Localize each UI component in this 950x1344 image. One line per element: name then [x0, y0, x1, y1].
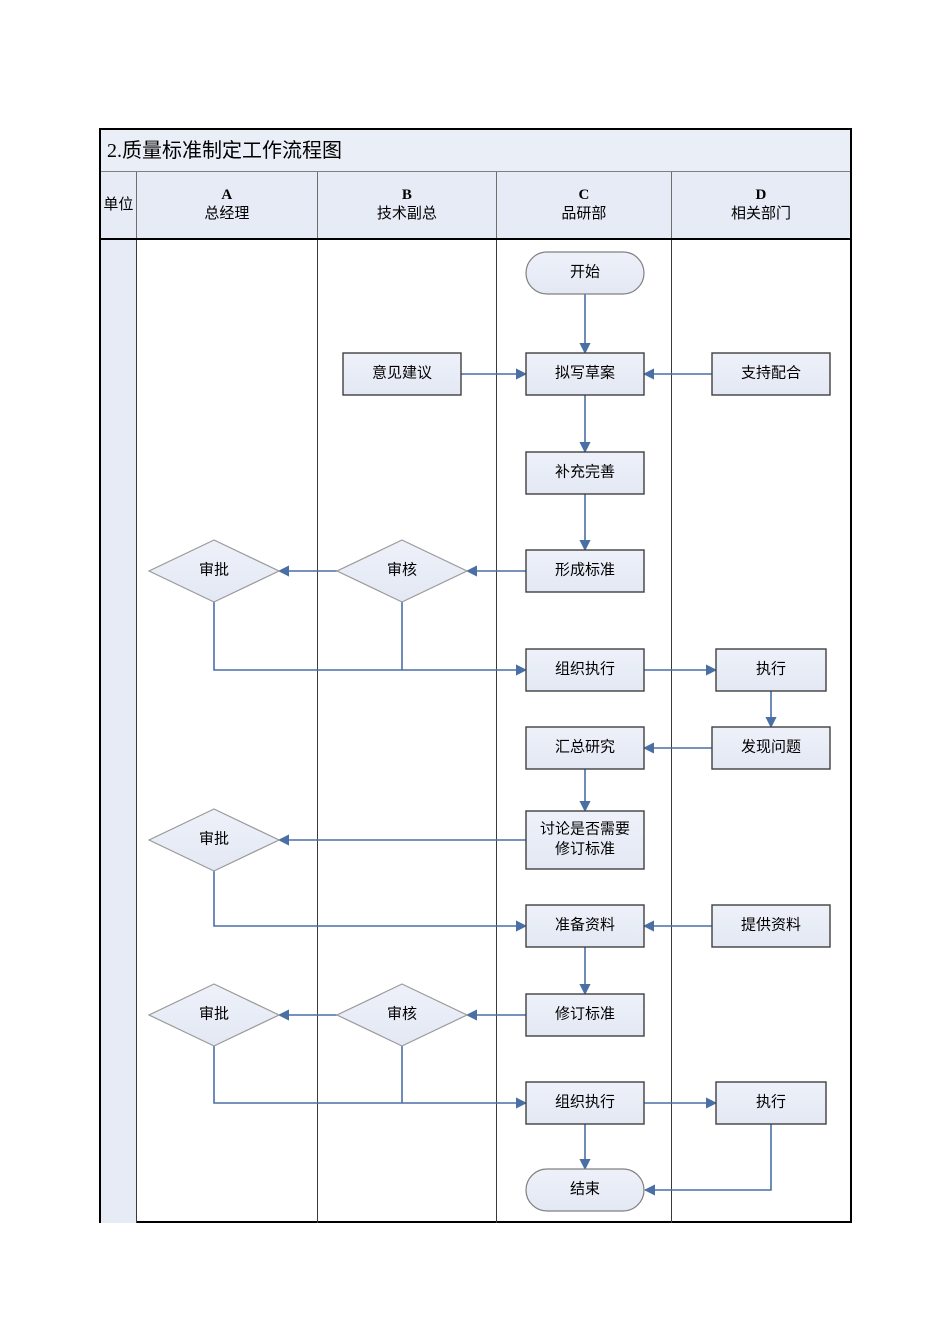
lane-body-c	[497, 240, 672, 1223]
flowchart-table: 2.质量标准制定工作流程图 单位 A 总经理 B 技术副总 C 品研部 D 相关部门	[99, 128, 852, 1223]
lane-code: D	[755, 187, 767, 204]
lane-header-d: D 相关部门	[672, 172, 850, 238]
lane-name: 品研部	[561, 206, 607, 222]
lane-code: A	[221, 187, 233, 204]
lane-header-c: C 品研部	[497, 172, 672, 238]
lane-body-d	[672, 240, 850, 1223]
lane-name: 总经理	[204, 206, 250, 222]
lane-header-row: 单位 A 总经理 B 技术副总 C 品研部 D 相关部门	[101, 172, 850, 240]
lane-body-row	[101, 240, 850, 1223]
diagram-title-row: 2.质量标准制定工作流程图	[101, 130, 850, 172]
lane-body-a	[137, 240, 318, 1223]
lane-header-unit-label: 单位	[103, 196, 134, 213]
lane-header-unit: 单位	[101, 172, 137, 238]
lane-header-b: B 技术副总	[318, 172, 497, 238]
lane-code: B	[401, 187, 412, 204]
lane-header-a: A 总经理	[137, 172, 318, 238]
lane-code: C	[578, 187, 590, 204]
lane-name: 相关部门	[730, 206, 791, 222]
lane-body-unit	[101, 240, 137, 1223]
lane-body-b	[318, 240, 497, 1223]
page-title: 2.质量标准制定工作流程图	[107, 139, 342, 162]
lane-name: 技术副总	[376, 206, 437, 222]
